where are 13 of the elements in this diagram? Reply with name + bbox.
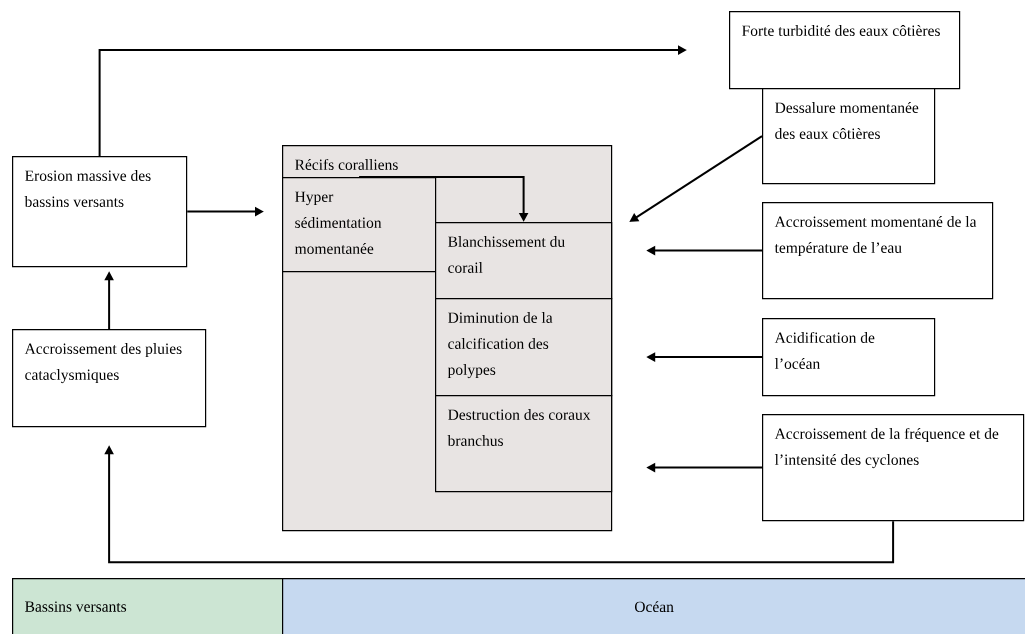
table-cell: Diminution de la calcification des polypes — [435, 298, 613, 397]
process-box: Accroissement des pluies cataclysmiques — [12, 329, 207, 428]
process-box: Accroissement momentané de la température de l’eau — [762, 202, 994, 300]
process-box: Accroissement de la fréquence et de l’intensité des cyclones — [762, 414, 1025, 522]
process-box: Erosion massive des bassins versants — [12, 156, 188, 268]
table-cell: Hyper sédimentation momentanée — [282, 177, 437, 273]
process-box: Acidification de l’océan — [762, 318, 936, 397]
region-band: Bassins versants — [12, 578, 284, 634]
table-cell: Destruction des coraux branchus — [435, 395, 613, 493]
process-box: Dessalure momentanée des eaux côtières — [762, 88, 936, 185]
region-band: Océan — [282, 578, 1025, 634]
process-box: Forte turbidité des eaux côtières — [729, 11, 961, 90]
table-cell: Blanchissement du corail — [435, 222, 613, 300]
